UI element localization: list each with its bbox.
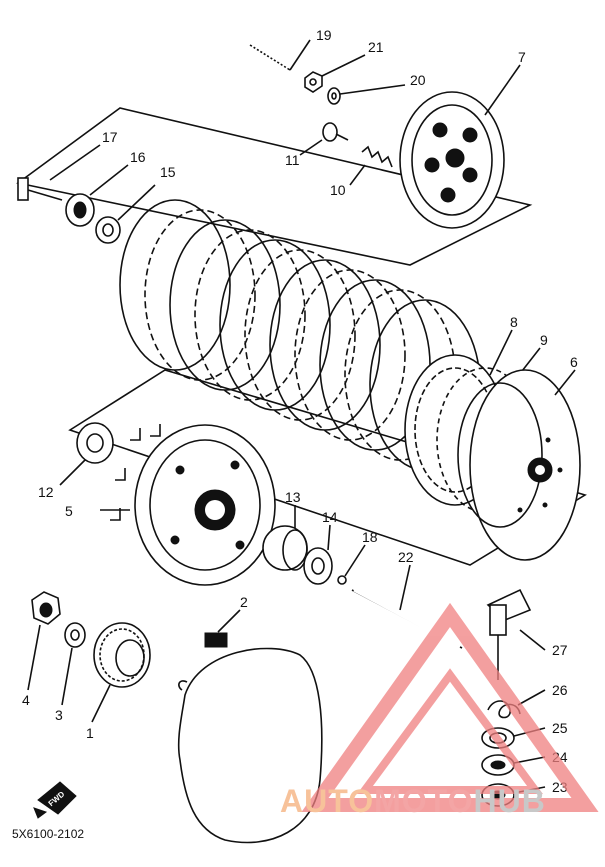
label-22: 22 (398, 549, 414, 565)
part-17-push-lever (17, 144, 101, 201)
label-20: 20 (410, 72, 426, 88)
label-13: 13 (285, 489, 301, 505)
label-26: 26 (552, 682, 568, 698)
part-6-clutch-housing (457, 369, 581, 561)
crankcase-cover-outline (177, 647, 323, 844)
part-27-push-lever-shaft (486, 588, 546, 680)
part-18-ball (337, 544, 366, 585)
part-2-key (204, 609, 241, 648)
label-17: 17 (102, 129, 118, 145)
label-4: 4 (22, 692, 30, 708)
label-2: 2 (240, 594, 248, 610)
watermark-moto: MOTO (374, 783, 473, 819)
lower-assembly-frame (68, 369, 587, 566)
label-18: 18 (362, 529, 378, 545)
label-5: 5 (65, 503, 73, 519)
part-5-clutch-boss (100, 424, 276, 586)
label-25: 25 (552, 720, 568, 736)
part-24-bearing (481, 754, 546, 776)
upper-assembly-frame (16, 107, 533, 266)
label-10: 10 (330, 182, 346, 198)
part-10-spring (349, 145, 393, 186)
label-16: 16 (130, 149, 146, 165)
part-3-washer (61, 622, 86, 706)
label-19: 19 (316, 27, 332, 43)
label-27: 27 (552, 642, 568, 658)
label-21: 21 (368, 39, 384, 55)
automotohub-logo-icon (301, 602, 599, 812)
part-21-nut (304, 54, 366, 93)
label-6: 6 (570, 354, 578, 370)
part-number-labels: 1 2 3 4 5 6 7 8 9 10 11 12 13 14 15 16 1… (22, 27, 578, 795)
watermark-auto: AUTO (280, 783, 374, 819)
label-12: 12 (38, 484, 54, 500)
part-1-primary-drive-gear (91, 622, 151, 723)
part-14-washer (303, 524, 333, 585)
label-7: 7 (518, 49, 526, 65)
part-13-collar (262, 505, 308, 571)
part-16-bearing (65, 164, 129, 227)
part-4-nut (27, 591, 61, 691)
label-11: 11 (285, 152, 300, 168)
part-12-thrust-washer (59, 422, 114, 486)
label-1: 1 (86, 725, 94, 741)
label-3: 3 (55, 707, 63, 723)
part-15-washer (95, 184, 156, 244)
label-14: 14 (322, 509, 338, 525)
part-20-washer (327, 84, 406, 105)
diagram-code: 5X6100-2102 (12, 827, 84, 841)
label-9: 9 (540, 332, 548, 348)
part-7-pressure-plate (399, 64, 521, 229)
label-8: 8 (510, 314, 518, 330)
watermark-hub: HUB (473, 783, 545, 819)
fwd-arrow-badge: FWD (33, 781, 77, 819)
watermark-text: AUTOMOTOHUB (280, 783, 546, 819)
part-11-screw (299, 122, 349, 156)
part-22-push-rod (351, 564, 463, 649)
part-19-bolt (249, 39, 311, 71)
label-15: 15 (160, 164, 176, 180)
